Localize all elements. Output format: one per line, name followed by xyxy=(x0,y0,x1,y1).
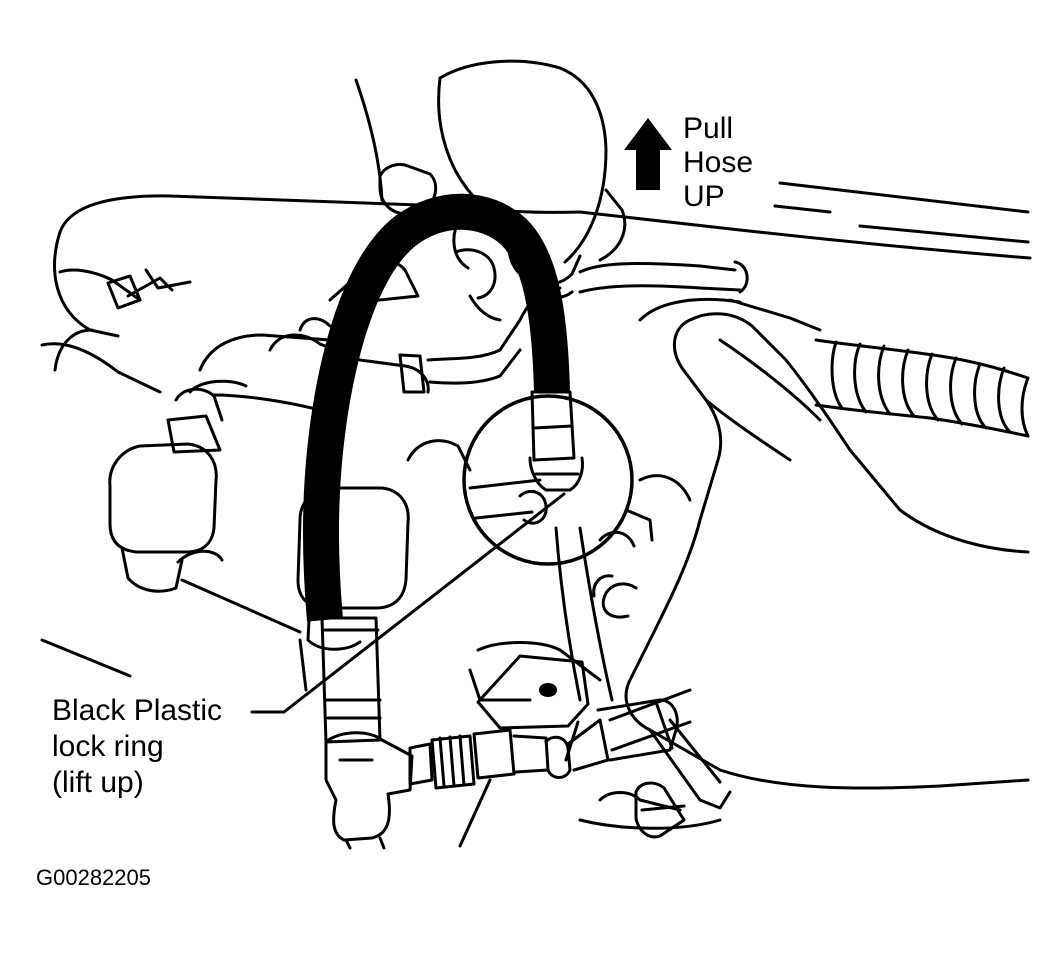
fuel-lines-lower xyxy=(578,688,732,839)
lock-ring-label-line3: (lift up) xyxy=(52,766,144,799)
figure-code: G00282205 xyxy=(36,865,151,890)
ignition-coil-left xyxy=(108,379,302,634)
pull-hose-up-label-line2: Hose xyxy=(683,146,754,179)
fuel-hose xyxy=(302,193,570,622)
upper-hand xyxy=(354,59,627,322)
arrow-up-icon xyxy=(624,118,672,190)
pull-hose-up-label-line1: Pull xyxy=(683,112,734,145)
hose-upper-connector xyxy=(528,390,584,492)
hose-ferrule xyxy=(320,616,382,744)
bellows-boot xyxy=(638,297,1030,438)
right-hand xyxy=(592,312,1030,790)
quick-connect-fitting xyxy=(408,718,610,848)
lock-ring-label-line1: Black Plastic xyxy=(52,694,223,727)
misc-lines xyxy=(40,508,654,678)
mounting-bracket xyxy=(476,654,679,762)
lock-ring-label-line2: lock ring xyxy=(52,730,164,763)
lock-ring-leader-line xyxy=(250,492,566,714)
callout-circle xyxy=(462,394,634,566)
tee-fitting xyxy=(324,731,414,850)
pull-hose-up-label-line3: UP xyxy=(683,180,725,213)
